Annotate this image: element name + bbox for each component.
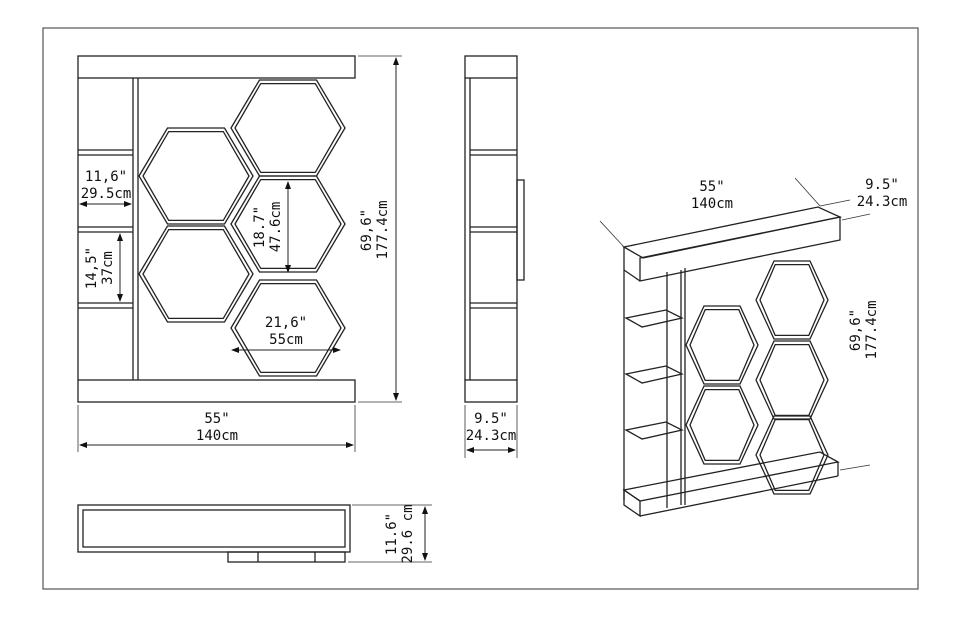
hexagon-cell (138, 127, 254, 225)
iso-hexagon-cell (755, 415, 829, 495)
side-shelf-gap-in: 14,5" (84, 247, 100, 289)
top-view: 11.6" 29.6 cm (77, 504, 432, 564)
hexagon-cell (230, 279, 346, 377)
front-width-in: 55" (204, 411, 229, 427)
iso-hexagon-cell (685, 305, 759, 385)
side-shelf-gap-cm: 37cm (100, 251, 116, 285)
hexagon-cell (142, 130, 250, 222)
iso-width-in: 55" (699, 179, 724, 195)
hexagon-cell (142, 228, 250, 320)
iso-hexagon-cells (685, 260, 829, 495)
iso-hexagon-cell (755, 340, 829, 420)
isometric-view: 55" 140cm 9.5" 24.3cm 69,6" 177.4cm (599, 177, 908, 518)
hexagon-cell (138, 225, 254, 323)
hexagon-cell (230, 175, 346, 273)
hexagon-cell (234, 178, 342, 270)
hex-width-in: 21,6" (265, 315, 307, 331)
iso-width-cm: 140cm (691, 196, 733, 212)
side-depth-in: 9.5" (474, 411, 508, 427)
top-depth-cm: 29.6 cm (400, 504, 416, 563)
hex-height-in: 18.7" (252, 206, 268, 248)
iso-depth-cm: 24.3cm (857, 194, 908, 210)
front-view: 11,6" 29.5cm 14,5" 37cm 18.7" 47.6cm 21,… (77, 55, 402, 452)
iso-hexagon-cell (759, 263, 825, 337)
iso-hexagon-cell (759, 343, 825, 417)
hex-width-cm: 55cm (269, 332, 303, 348)
iso-depth-in: 9.5" (865, 177, 899, 193)
iso-height-in: 69,6" (848, 309, 864, 351)
top-depth-in: 11.6" (384, 513, 400, 555)
hexagon-cell (234, 82, 342, 174)
iso-hexagon-cell (689, 388, 755, 462)
side-depth-cm: 24.3cm (466, 428, 517, 444)
hexagon-cell (230, 79, 346, 177)
side-view: 9.5" 24.3cm (464, 55, 525, 458)
drawing-frame (42, 27, 919, 590)
bottom-board (77, 379, 356, 403)
side-shelf-width-in: 11,6" (85, 169, 127, 185)
hexagon-cells (138, 79, 346, 377)
side-shelves (78, 149, 133, 309)
iso-hexagon-cell (755, 260, 829, 340)
iso-hexagon-cell (759, 418, 825, 492)
iso-side-shelves (624, 309, 684, 440)
iso-height-cm: 177.4cm (864, 300, 880, 359)
hexagon-cell (234, 282, 342, 374)
hex-height-cm: 47.6cm (268, 202, 284, 253)
side-shelf-width-cm: 29.5cm (81, 186, 132, 202)
front-height-in: 69,6" (359, 209, 375, 251)
iso-hexagon-cell (685, 385, 759, 465)
top-board (77, 55, 356, 79)
front-width-cm: 140cm (196, 428, 238, 444)
iso-hexagon-cell (689, 308, 755, 382)
front-height-cm: 177.4cm (375, 200, 391, 259)
